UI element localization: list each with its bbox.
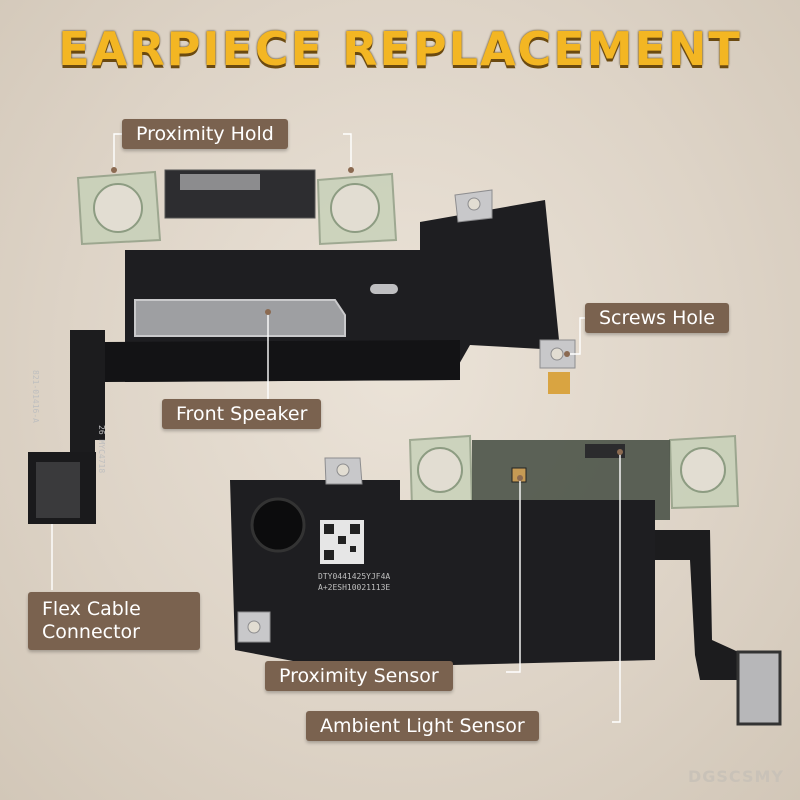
label-front-speaker: Front Speaker xyxy=(162,399,322,429)
sensor-ring-left xyxy=(408,434,474,510)
screw-hole-tab-bottom-lower xyxy=(237,611,271,643)
flex-end-plate xyxy=(736,650,782,726)
qr-code-icon xyxy=(320,520,364,564)
screw-hole-tab-right xyxy=(539,339,576,369)
flex-code-2: 26 MYC4718 xyxy=(97,425,106,474)
label-screws-hole: Screws Hole xyxy=(585,303,729,333)
screw-hole-tab-bottom-left xyxy=(324,457,363,485)
sticker-line-2: A+2ESH10021113E xyxy=(318,583,391,592)
screw-hole-tab-top xyxy=(454,189,493,223)
pointer-dot-icon xyxy=(111,167,623,481)
label-ambient-light-sensor: Ambient Light Sensor xyxy=(306,711,539,741)
label-flex-cable-connector: Flex Cable Connector xyxy=(28,592,200,650)
sensor-ring-right xyxy=(668,434,740,510)
contact-pad-right xyxy=(548,372,570,394)
flex-cable-bottom xyxy=(655,530,745,680)
earpiece-grille-hole xyxy=(250,497,306,553)
proximity-hold-ring-left xyxy=(76,170,162,246)
flex-cable-connector xyxy=(28,452,96,524)
page-title: EARPIECE REPLACEMENT xyxy=(58,22,742,76)
top-earpiece-assembly xyxy=(28,169,576,524)
brand-watermark: DGSCSMY xyxy=(687,767,784,786)
sticker-line-1: DTY0441425YJF4A xyxy=(318,572,391,581)
ambient-light-sensor xyxy=(585,444,625,458)
flex-cable-top xyxy=(70,330,105,460)
label-proximity-hold: Proximity Hold xyxy=(122,119,288,149)
front-speaker-plate xyxy=(134,299,346,337)
label-proximity-sensor: Proximity Sensor xyxy=(265,661,453,691)
flex-code-1: 821-01416-A xyxy=(31,370,40,423)
proximity-hold-ring-right xyxy=(316,172,398,246)
bottom-earpiece-assembly xyxy=(230,434,782,726)
